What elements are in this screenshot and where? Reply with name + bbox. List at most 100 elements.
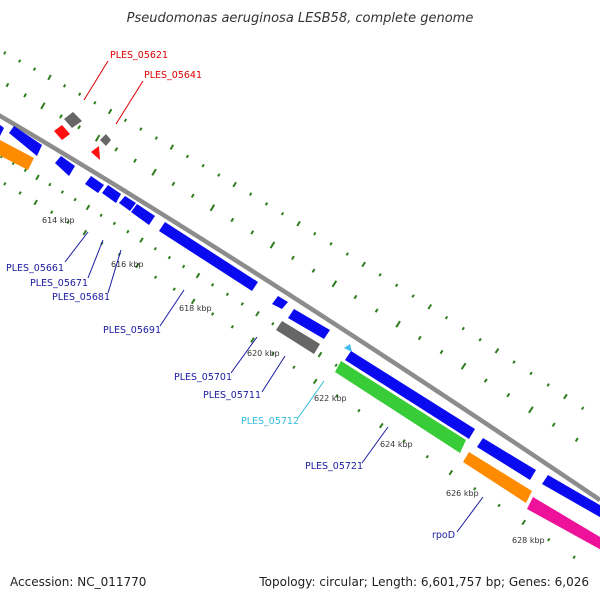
ring-tick-0-9 [123, 118, 128, 123]
ring-tick-0-35 [546, 383, 550, 387]
ring-tick-0-19 [280, 211, 285, 216]
ring-tick-2-15 [181, 264, 186, 269]
ring-tick-3-4 [50, 210, 54, 214]
gene-label-05621[interactable]: PLES_05621 [110, 50, 168, 61]
ring-tick-2-8 [85, 204, 91, 211]
gene-block-blue[interactable] [85, 176, 104, 193]
ring-tick-0-16 [232, 181, 237, 188]
ring-tick-0-5 [62, 84, 67, 88]
ring-tick-1-4 [59, 114, 63, 119]
leader-line-05721 [361, 426, 389, 464]
genome-backbone [0, 113, 600, 502]
gene-block-blue[interactable] [272, 296, 288, 309]
ring-tick-0-15 [217, 173, 221, 177]
ring-tick-0-26 [394, 283, 399, 288]
ring-tick-0-12 [169, 144, 175, 151]
gene-block-blue[interactable] [542, 475, 600, 520]
ring-tick-2-20 [255, 310, 260, 317]
ring-tick-0-18 [264, 202, 269, 206]
gene-block-green[interactable] [335, 361, 466, 453]
ring-tick-3-9 [135, 262, 140, 269]
gene-label-05712[interactable]: PLES_05712 [241, 416, 299, 427]
ring-tick-3-11 [172, 287, 176, 291]
gene-labels: PLES_05621 PLES_05641 PLES_05661 PLES_05… [6, 50, 455, 541]
ring-tick-1-13 [230, 217, 235, 223]
leader-line-rpoD [456, 496, 484, 533]
leader-line-05711 [261, 355, 286, 393]
ring-tick-0-28 [427, 303, 433, 310]
ring-tick-3-27 [521, 519, 527, 526]
ring-tick-0-2 [18, 59, 22, 63]
genome-summary-text: Topology: circular; Length: 6,601,757 bp… [258, 575, 589, 589]
gene-block-blue[interactable] [477, 438, 536, 480]
ring-tick-1-3 [40, 102, 46, 110]
ring-tick-3-19 [335, 394, 339, 398]
ring-tick-3-26 [497, 503, 501, 508]
gene-label-05641[interactable]: PLES_05641 [144, 70, 202, 81]
gene-block-orange[interactable] [0, 140, 34, 170]
gene-label-05701[interactable]: PLES_05701 [174, 372, 232, 383]
gene-label-05711[interactable]: PLES_05711 [203, 390, 261, 401]
gene-block-blue[interactable] [9, 126, 42, 156]
map-title: Pseudomonas aeruginosa LESB58, complete … [127, 11, 474, 26]
gene-block-blue[interactable] [159, 222, 258, 291]
gene-block-orange[interactable] [463, 452, 532, 503]
gene-label-rpoD[interactable]: rpoD [432, 530, 455, 541]
gene-block-gray[interactable] [276, 321, 320, 354]
ring-tick-1-27 [528, 406, 534, 414]
ring-tick-2-6 [60, 190, 64, 194]
ring-tick-0-7 [93, 101, 97, 105]
ring-tick-3-12 [190, 298, 196, 305]
scale-label-628: 628 kbp [512, 536, 545, 545]
gene-block-blue[interactable] [345, 351, 475, 439]
gene-block-blue[interactable] [0, 121, 4, 136]
ring-tick-2-11 [126, 229, 130, 234]
ring-tick-0-17 [248, 192, 253, 196]
gene-block-blue[interactable] [288, 309, 330, 339]
gene-block-red-arrow[interactable] [54, 125, 70, 140]
ring-tick-1-10 [171, 181, 176, 187]
leader-line-05681 [107, 249, 122, 294]
ring-tick-1-26 [506, 392, 511, 398]
gene-block-red-arrow[interactable] [91, 146, 100, 160]
ring-tick-3-28 [547, 537, 551, 542]
scale-label-614: 614 kbp [42, 216, 75, 225]
scale-labels: 614 kbp 616 kbp 618 kbp 620 kbp 622 kbp … [42, 216, 545, 545]
gene-block-cyan-arrow[interactable] [344, 344, 352, 352]
ring-tick-3-20 [357, 408, 361, 413]
ring-tick-1-25 [483, 378, 488, 383]
ring-tick-3-14 [230, 325, 235, 329]
ring-tick-0-13 [185, 154, 190, 159]
ring-tick-1-29 [574, 437, 579, 442]
ring-tick-2-9 [99, 213, 103, 218]
gene-label-05721[interactable]: PLES_05721 [305, 461, 363, 472]
ring-tick-1-16 [291, 255, 295, 261]
ring-tick-0-3 [32, 67, 37, 71]
ring-tick-2-14 [167, 255, 172, 260]
ring-tick-0-22 [329, 242, 333, 246]
ring-tick-3-3 [33, 199, 38, 206]
ring-tick-1-14 [250, 230, 255, 235]
gene-label-05691[interactable]: PLES_05691 [103, 325, 161, 336]
gene-label-05681[interactable]: PLES_05681 [52, 292, 110, 303]
gene-block-gray[interactable] [64, 112, 82, 128]
gene-block-blue[interactable] [131, 204, 155, 225]
ring-tick-0-31 [478, 337, 482, 342]
gene-block-gray[interactable] [100, 134, 111, 146]
scale-label-622: 622 kbp [314, 394, 347, 403]
ring-tick-3-17 [292, 365, 296, 370]
ring-tick-2-10 [112, 221, 117, 226]
scale-label-626: 626 kbp [446, 489, 479, 498]
ring-tick-1-20 [374, 308, 379, 313]
ring-tick-1-22 [417, 335, 422, 341]
ring-tick-1-12 [209, 204, 216, 212]
ring-tick-3-6 [82, 229, 88, 236]
tick-rings [0, 51, 585, 559]
ring-tick-1-18 [331, 280, 338, 288]
gene-block-blue[interactable] [119, 196, 136, 211]
gene-block-blue[interactable] [102, 185, 121, 203]
gene-label-05661[interactable]: PLES_05661 [6, 263, 64, 274]
gene-block-blue[interactable] [55, 156, 75, 176]
gene-block-pink[interactable] [527, 497, 600, 552]
gene-label-05671[interactable]: PLES_05671 [30, 278, 88, 289]
